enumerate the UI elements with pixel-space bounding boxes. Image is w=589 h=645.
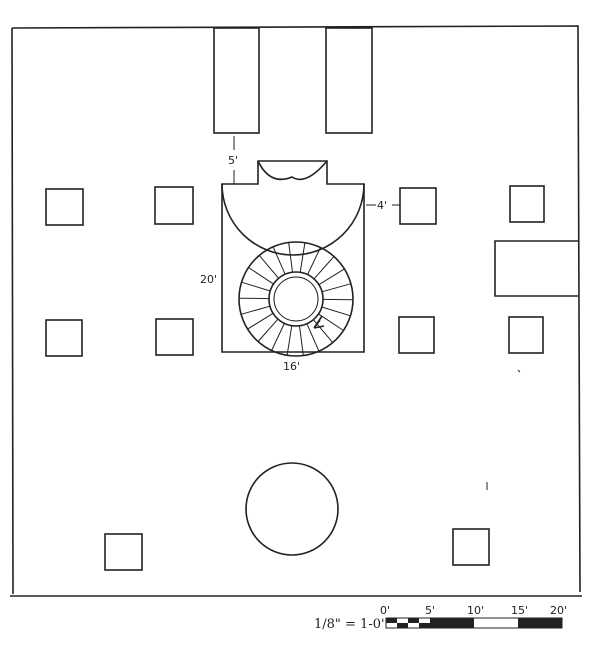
column-square — [45, 319, 83, 357]
stair-tread — [321, 283, 352, 293]
top-right-block — [325, 27, 373, 134]
stair-tread — [258, 255, 279, 279]
stray-mark — [517, 369, 521, 373]
scale-segment — [430, 618, 474, 628]
scale-segment — [408, 618, 419, 623]
stair-tread — [321, 306, 351, 317]
scale-segment — [386, 618, 397, 623]
stair-tread — [257, 318, 279, 342]
side-block — [494, 240, 578, 297]
site-boundary — [11, 25, 581, 593]
stair-tread — [240, 305, 271, 315]
scale-tick-label: 10' — [467, 604, 484, 617]
column-square — [155, 318, 194, 356]
site-boundary-left — [11, 27, 14, 595]
stair-tread — [248, 267, 274, 285]
dimension-label-height: 20' — [200, 273, 217, 286]
stair-tread — [288, 242, 293, 273]
stair-tread — [272, 246, 286, 275]
column-square — [399, 187, 437, 225]
scale-tick-label: 5' — [425, 604, 435, 617]
stair-tread — [241, 281, 271, 292]
stair-tread — [271, 323, 285, 351]
dimension-label-width: 16' — [283, 360, 300, 373]
central-room — [221, 160, 365, 353]
stair-direction-arrow — [313, 315, 325, 329]
column-square — [45, 188, 84, 226]
scale-tick-label: 0' — [380, 604, 390, 617]
scale-tick-label: 15' — [511, 604, 528, 617]
scale-segment — [397, 623, 408, 628]
stair-tread — [306, 323, 320, 352]
entry-arches — [257, 160, 328, 181]
scale-title: 1/8" = 1-0' — [314, 617, 385, 632]
column-square — [154, 186, 194, 225]
column-square — [104, 533, 143, 571]
stair-tread — [247, 312, 274, 330]
stair-tread — [299, 325, 304, 356]
stair-tread — [286, 325, 293, 356]
stair-tread — [318, 313, 344, 331]
landing-semicircle — [221, 183, 365, 256]
scale-bar: 0' 5' 10' 15' 20' — [380, 604, 567, 629]
dimension-label-right: 4' — [377, 199, 387, 212]
scale-tick-label: 20' — [550, 604, 567, 617]
stair-tread — [318, 268, 345, 286]
column-square — [508, 316, 544, 354]
column-square — [452, 528, 490, 566]
column-square — [398, 316, 435, 354]
stair-tread — [313, 256, 335, 280]
column-square — [509, 185, 545, 223]
round-feature — [245, 462, 339, 556]
top-left-block — [213, 27, 260, 134]
spiral-staircase — [238, 241, 354, 357]
scale-segment — [518, 618, 562, 628]
scale-segment — [419, 623, 430, 628]
dimension-label-top: 5' — [228, 154, 238, 167]
stair-tread — [299, 242, 306, 273]
stair-tread — [307, 247, 321, 275]
